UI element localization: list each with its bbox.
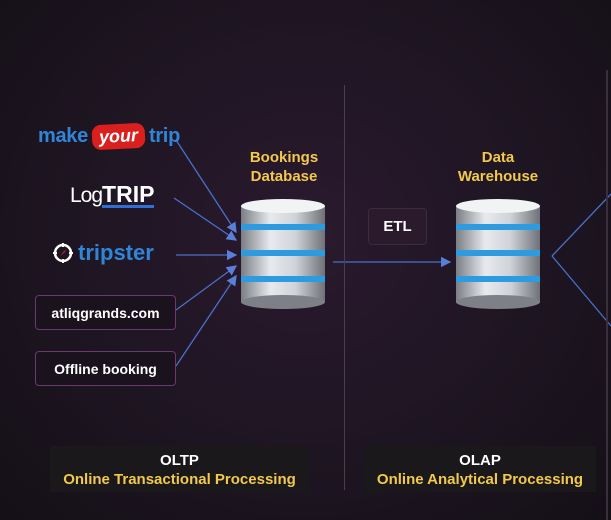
oltp-footer: OLTP Online Transactional Processing: [50, 446, 309, 492]
arrow-makemytrip: [175, 139, 237, 234]
tripster-logo: tripster: [52, 240, 154, 266]
logtrip-logo: Log TRIP: [70, 181, 155, 208]
makemytrip-logo: make your trip: [38, 122, 180, 151]
website-source-box: atliqgrands.com: [35, 295, 176, 330]
bookings-database-icon: [241, 199, 325, 309]
makemytrip-make-text: make: [38, 125, 88, 147]
right-edge-divider: [606, 70, 608, 520]
data-warehouse-icon: [456, 199, 540, 309]
oltp-subtitle: Online Transactional Processing: [63, 471, 296, 488]
logtrip-log-text: Log: [70, 183, 103, 207]
tripster-text: tripster: [78, 240, 154, 265]
tripster-compass-icon: [53, 243, 73, 263]
logtrip-trip-text: TRIP: [102, 181, 155, 208]
arrow-out-lower: [551, 255, 611, 327]
oltp-title: OLTP: [160, 452, 199, 469]
section-divider: [344, 85, 345, 490]
bookings-db-label: Bookings Database: [234, 148, 334, 186]
arrow-logtrip: [173, 197, 238, 241]
offline-source-box: Offline booking: [35, 351, 176, 386]
bookings-db-label-line1: Bookings: [249, 149, 319, 166]
bookings-db-label-line2: Database: [250, 168, 318, 185]
makemytrip-your-text: your: [91, 122, 146, 151]
warehouse-label-line1: Data: [481, 149, 515, 166]
olap-footer: OLAP Online Analytical Processing: [364, 446, 596, 492]
arrow-offline: [175, 274, 237, 367]
arrow-website: [175, 265, 238, 311]
olap-title: OLAP: [459, 452, 501, 469]
etl-label: ETL: [368, 208, 427, 245]
warehouse-label: Data Warehouse: [448, 148, 548, 186]
warehouse-label-line2: Warehouse: [457, 168, 539, 185]
olap-subtitle: Online Analytical Processing: [376, 471, 584, 488]
makemytrip-trip-text: trip: [148, 125, 180, 147]
arrow-out-upper: [551, 193, 611, 257]
